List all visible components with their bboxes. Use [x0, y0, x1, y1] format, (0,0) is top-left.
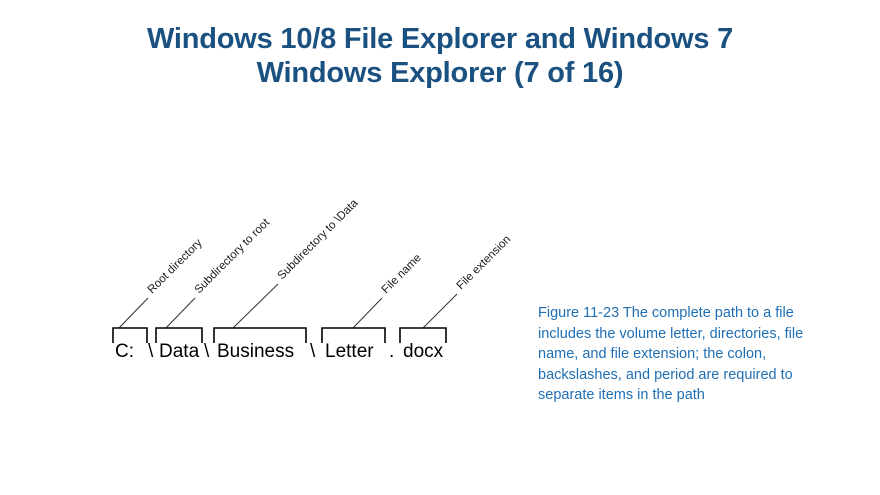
path-segment-volume: C:: [115, 341, 134, 362]
path-separator-1: \: [148, 341, 154, 362]
leader-line-3: [232, 283, 279, 329]
leader-line-1: [118, 297, 149, 329]
path-separator-3: \: [310, 341, 316, 362]
segment-brackets: [112, 327, 447, 343]
path-segment-data: Data: [159, 341, 200, 362]
path-separator-4: .: [389, 341, 394, 362]
page-title-line-2: Windows Explorer (7 of 16): [256, 57, 624, 89]
file-path-diagram: Root directory Subdirectory to root Subd…: [100, 180, 560, 370]
segment-bracket-4: [321, 327, 386, 343]
callout-labels: Root directory Subdirectory to root Subd…: [146, 197, 514, 296]
leader-line-2: [165, 297, 196, 329]
callout-label-subdirectory-to-data: Subdirectory to \Data: [276, 197, 361, 282]
path-string: C: \ Data \ Business \ Letter . docx: [115, 341, 444, 362]
file-path-diagram-svg: Root directory Subdirectory to root Subd…: [112, 197, 514, 362]
page-title-line-1: Windows 10/8 File Explorer and Windows 7: [146, 23, 734, 55]
path-segment-business: Business: [217, 341, 294, 362]
leader-lines: [118, 283, 458, 329]
path-segment-letter: Letter: [325, 341, 374, 362]
page-title: Windows 10/8 File Explorer and Windows 7…: [0, 22, 880, 90]
path-separator-2: \: [204, 341, 210, 362]
segment-bracket-3: [213, 327, 307, 343]
leader-line-4: [352, 297, 383, 329]
callout-label-file-name: File name: [380, 252, 424, 296]
path-segment-extension: docx: [403, 341, 444, 362]
leader-line-5: [422, 293, 458, 329]
segment-bracket-5: [399, 327, 447, 343]
segment-bracket-1: [112, 327, 148, 343]
callout-label-subdirectory-to-root: Subdirectory to root: [193, 216, 273, 296]
callout-label-file-extension: File extension: [455, 233, 514, 292]
figure-caption: Figure 11-23 The complete path to a file…: [538, 305, 804, 403]
segment-bracket-2: [155, 327, 203, 343]
